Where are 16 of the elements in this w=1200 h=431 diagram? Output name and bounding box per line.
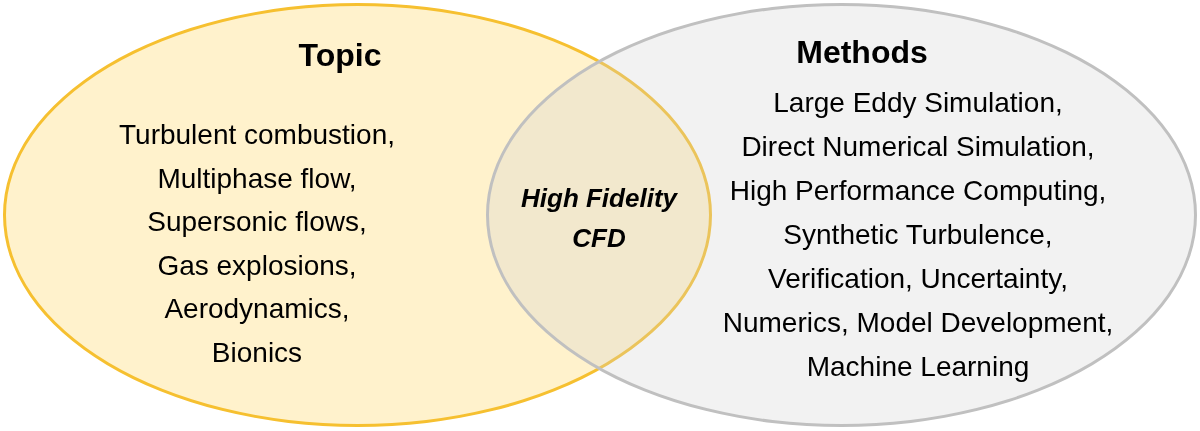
list-item: Gas explosions, — [157, 248, 357, 283]
list-item: Large Eddy Simulation, — [773, 86, 1063, 120]
list-item: Aerodynamics, — [164, 292, 350, 326]
list-item: Verification, Uncertainty, — [768, 262, 1068, 296]
overlap-text: High Fidelity CFD — [509, 178, 689, 258]
list-item: Direct Numerical Simulation, — [741, 130, 1095, 164]
list-item: Numerics, Model Development, — [722, 306, 1114, 340]
list-item: Turbulent combustion, — [119, 118, 395, 152]
list-item: Bionics — [211, 335, 303, 370]
list-item: Synthetic Turbulence, — [783, 218, 1053, 252]
list-item: Supersonic flows, — [147, 205, 367, 239]
set-heading: Topic — [298, 36, 382, 75]
set-heading: Methods — [796, 33, 928, 72]
list-item: High Performance Computing, — [729, 174, 1107, 208]
list-item: Machine Learning — [806, 350, 1030, 384]
list-item: Multiphase flow, — [157, 161, 357, 196]
